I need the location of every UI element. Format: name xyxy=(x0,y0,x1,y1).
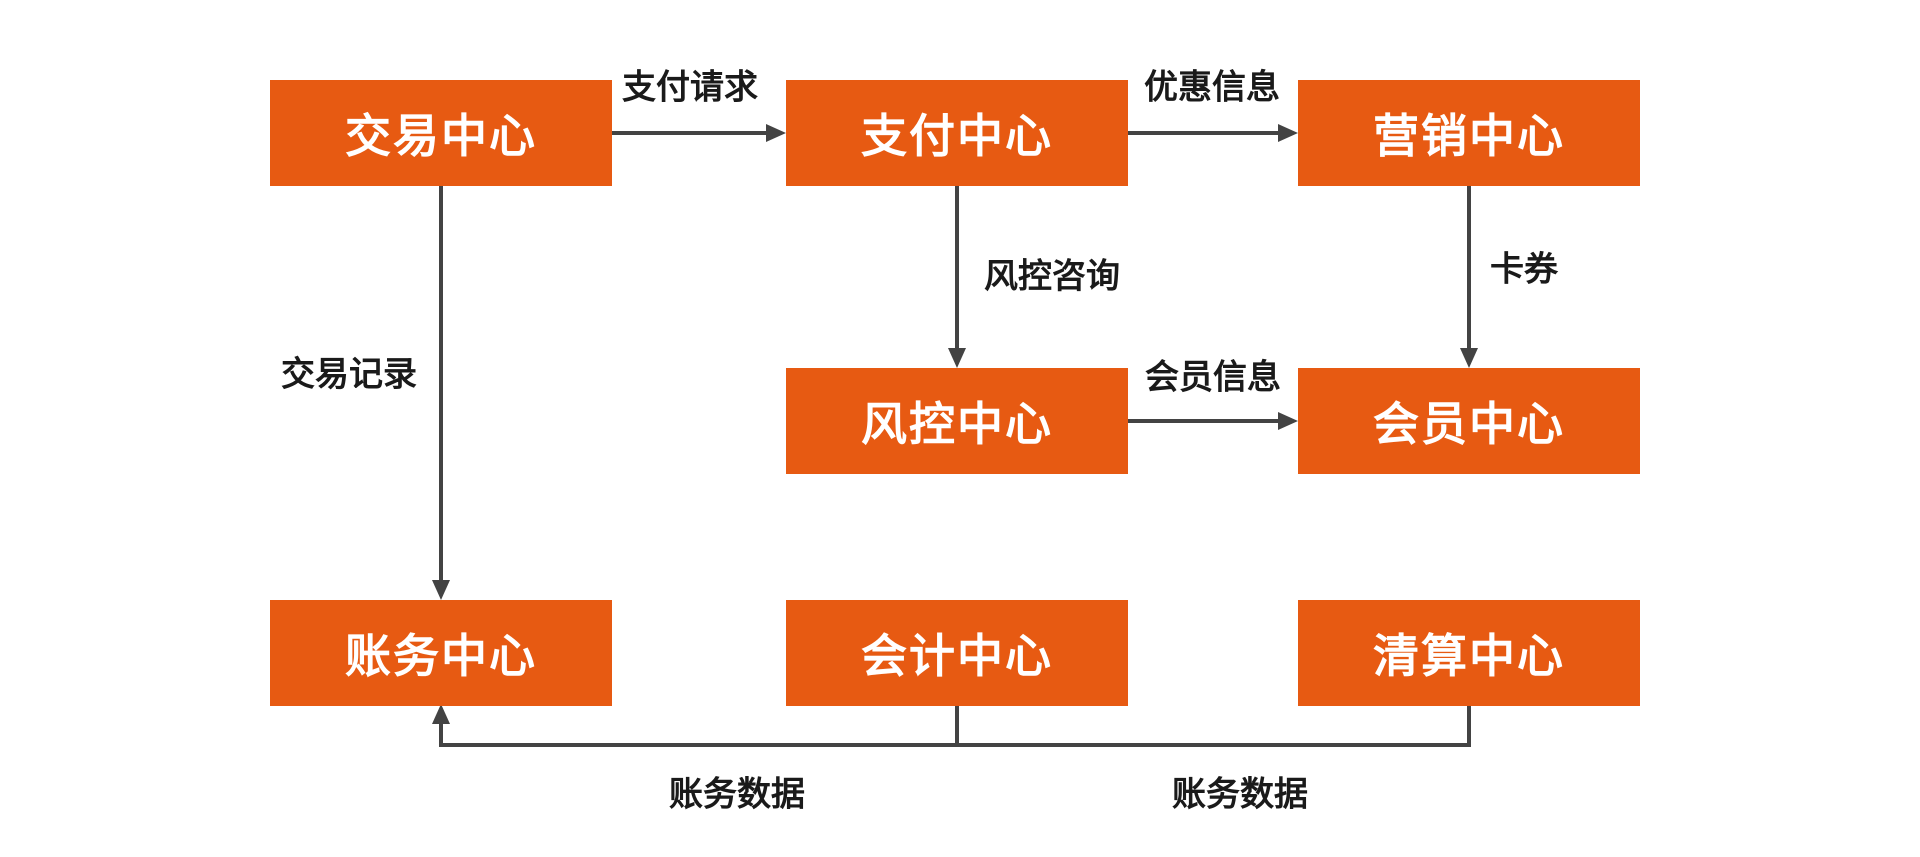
arrow-risk-to-member xyxy=(1128,412,1298,430)
arrow-trade-to-payment xyxy=(612,124,786,142)
edge-label-discount-info: 优惠信息 xyxy=(1144,68,1280,107)
arrow-marketing-to-member xyxy=(1460,186,1478,368)
edge-label-finance-data-left: 账务数据 xyxy=(669,775,805,814)
arrow-payment-to-risk xyxy=(948,186,966,368)
edge-label-finance-data-right: 账务数据 xyxy=(1172,775,1308,814)
arrow-trade-to-accounting xyxy=(432,186,450,600)
edge-label-card-coupon: 卡券 xyxy=(1490,250,1558,289)
node-member-center: 会员中心 xyxy=(1298,368,1640,474)
node-clearing-center: 清算中心 xyxy=(1298,600,1640,706)
node-risk-center: 风控中心 xyxy=(786,368,1128,474)
edge-label-risk-consult: 风控咨询 xyxy=(984,257,1120,296)
node-trade-center: 交易中心 xyxy=(270,80,612,186)
node-marketing-center: 营销中心 xyxy=(1298,80,1640,186)
edge-label-trade-record: 交易记录 xyxy=(281,355,417,394)
node-payment-center: 支付中心 xyxy=(786,80,1128,186)
edge-label-member-info: 会员信息 xyxy=(1145,358,1281,397)
node-bookkeeping-center: 会计中心 xyxy=(786,600,1128,706)
arrow-bottom-to-accounting xyxy=(432,704,1471,747)
edge-label-payment-request: 支付请求 xyxy=(622,68,758,107)
arrow-payment-to-marketing xyxy=(1128,124,1298,142)
node-accounting-center: 账务中心 xyxy=(270,600,612,706)
